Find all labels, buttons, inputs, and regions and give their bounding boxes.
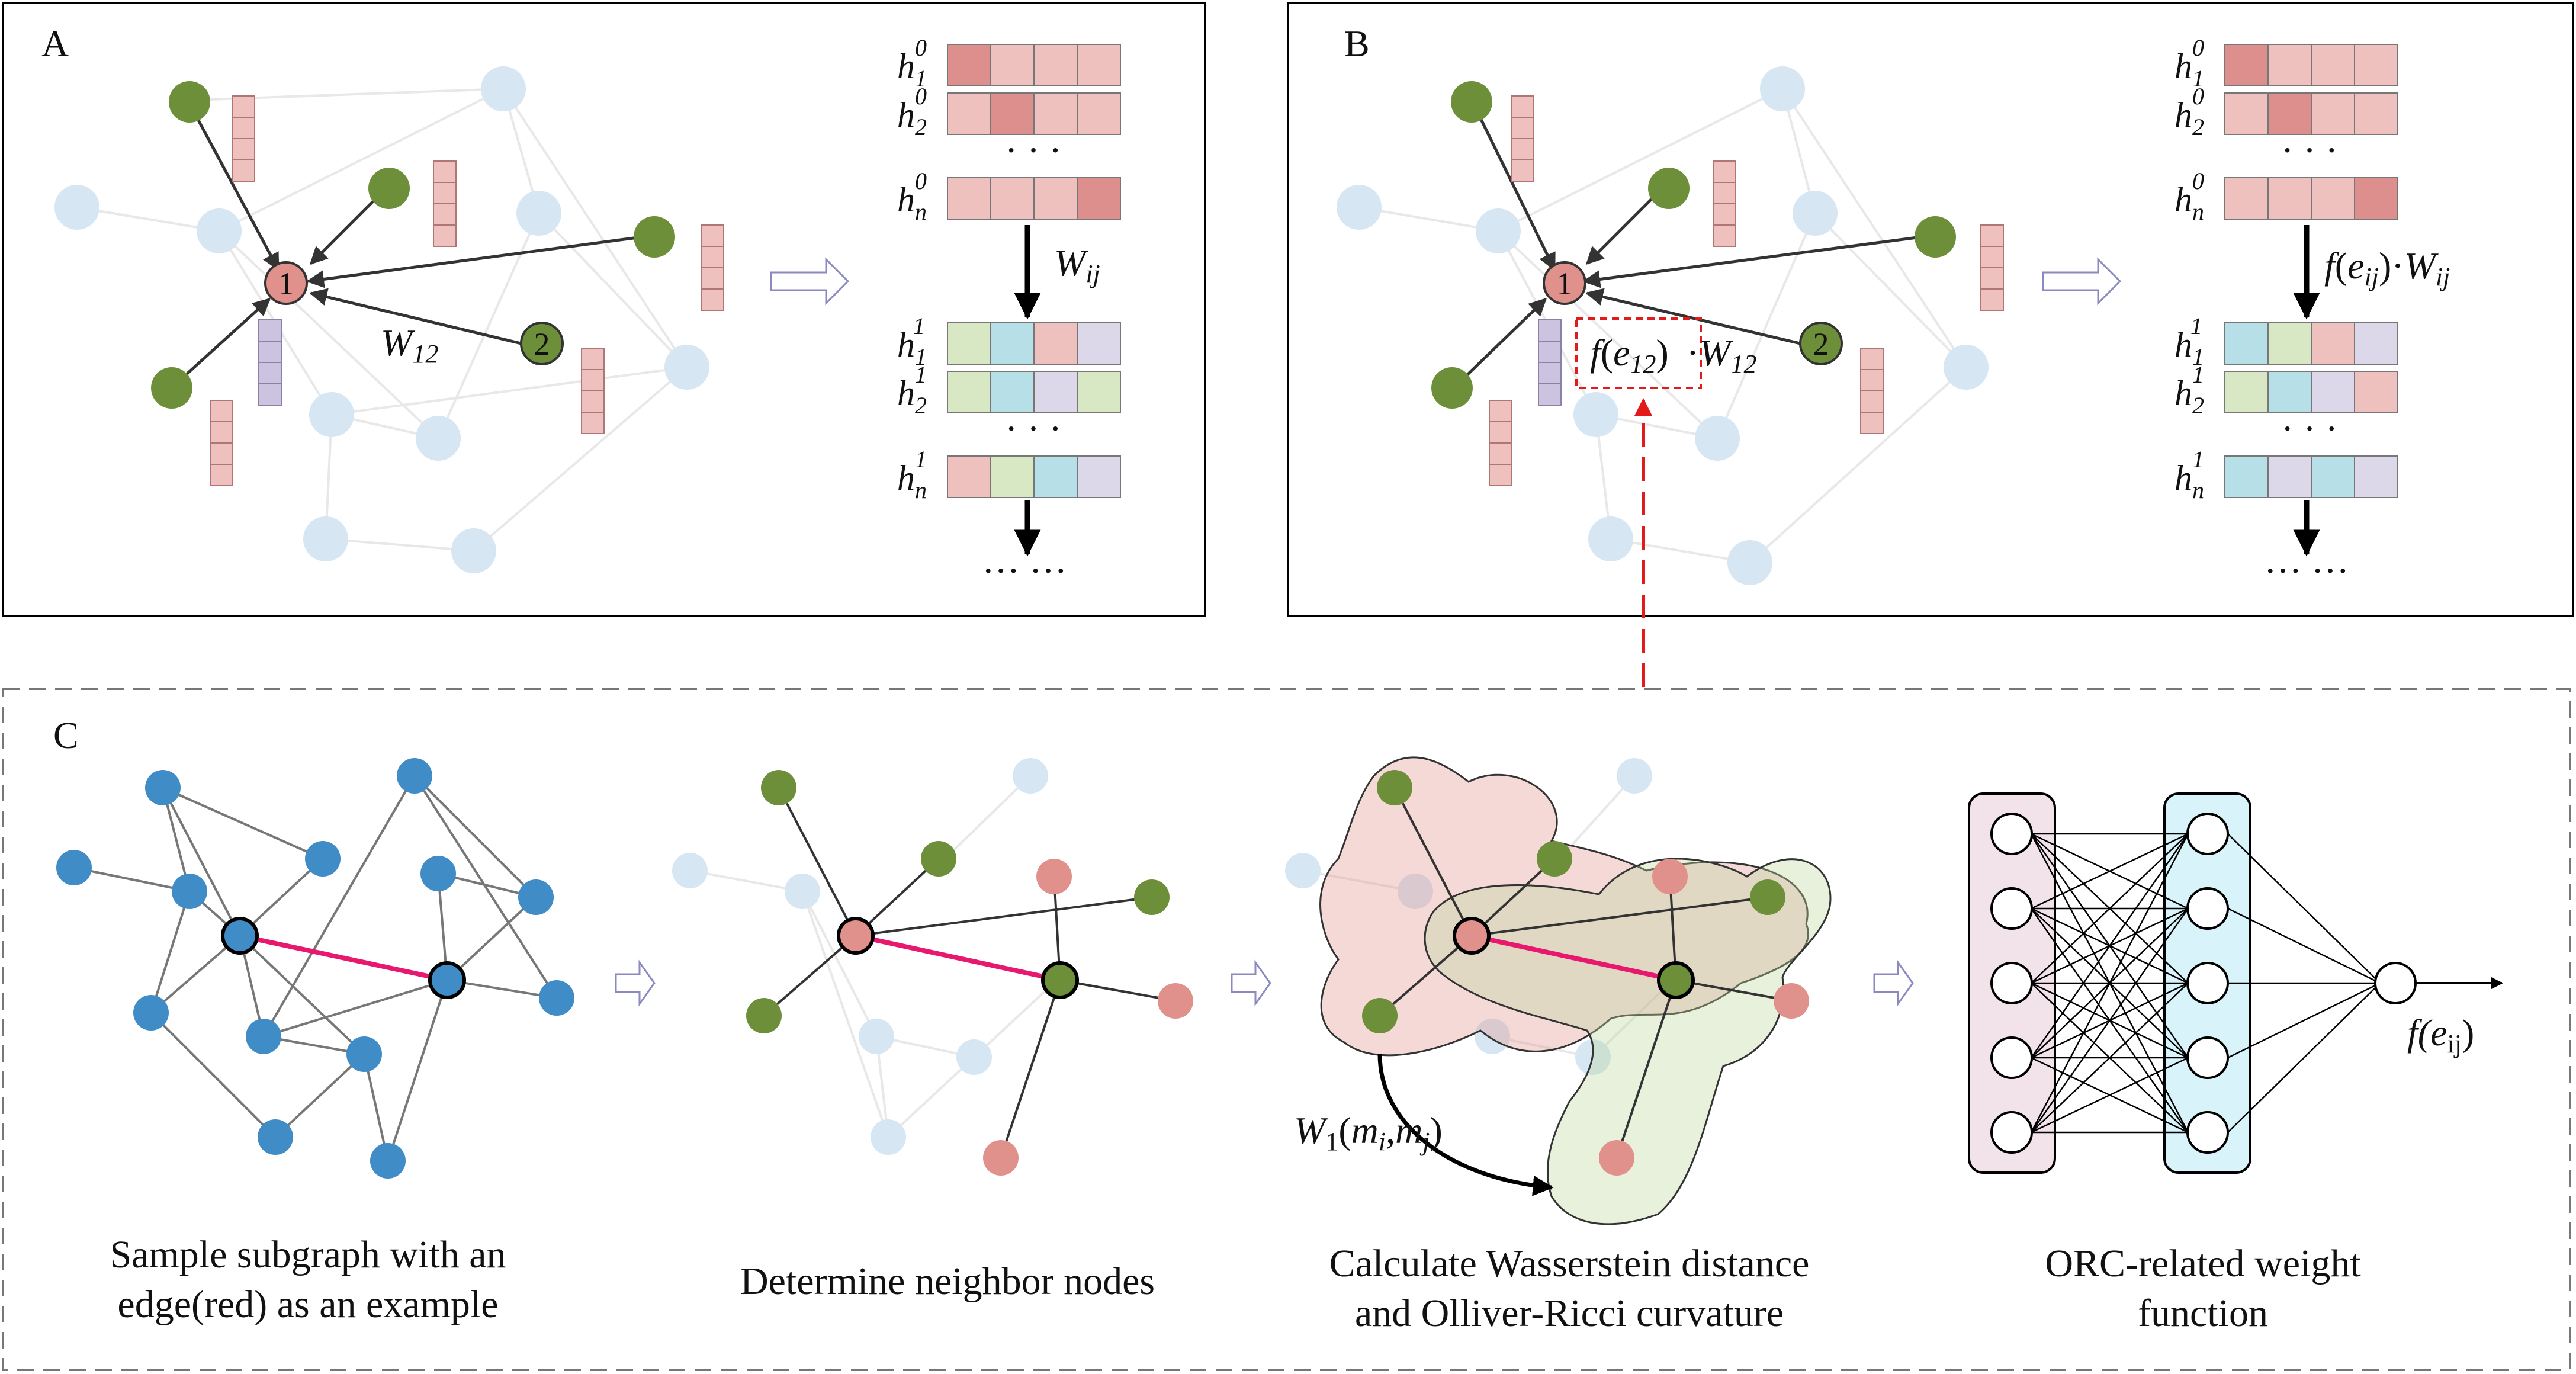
panel-b-h-labels: h10 h20 hn0 h11 h21 hn1: [2174, 34, 2204, 503]
panel-b-node-2: 2: [1799, 322, 1843, 365]
panel-b-node-1: 1: [1543, 261, 1586, 305]
svg-text:2: 2: [534, 326, 550, 362]
svg-text:h21: h21: [2174, 361, 2204, 419]
panel-a-feature-vectors: [210, 95, 724, 486]
step2-to-step3-arrow: [1231, 959, 1271, 1007]
panel-b-trailing-dots: ··· ···: [2264, 550, 2349, 592]
panel-b-edges: [1456, 102, 1922, 386]
panel-a-layer0-matrix: [947, 44, 1121, 220]
step2-neighbors: [672, 758, 1193, 1176]
svg-text:h10: h10: [897, 34, 927, 92]
panel-b-neighbor-nodes: [1431, 81, 1956, 409]
panel-a: A: [2, 2, 1206, 617]
panel-b-transform-arrow: [2042, 257, 2122, 306]
svg-text:h20: h20: [897, 83, 927, 140]
step3-to-step4-arrow: [1873, 959, 1914, 1007]
svg-text:hn0: hn0: [2174, 168, 2204, 225]
panel-a-label: A: [41, 23, 69, 65]
svg-text:1: 1: [278, 266, 294, 301]
panel-a-node-1: 1: [264, 261, 308, 305]
step1-to-step2-arrow: [615, 959, 656, 1007]
panel-b-vdots-0: · · ·: [2281, 129, 2338, 171]
svg-text:h11: h11: [2174, 313, 2202, 370]
nn-connections: [2030, 833, 2377, 1134]
panel-b-label: B: [1344, 23, 1370, 65]
panel-b-feature-vectors: [1489, 95, 2004, 486]
step1-subgraph: [56, 758, 574, 1179]
svg-text:h10: h10: [2174, 34, 2204, 92]
panel-a-h-labels: h10 h20 hn0 h11 h21 hn1: [897, 34, 927, 503]
panel-b-edge-formula: f(e12)·W12: [1590, 332, 1756, 378]
svg-text:h11: h11: [897, 313, 925, 370]
panel-a-edges: [174, 102, 643, 386]
panel-a-layer-weight: Wij: [1054, 242, 1100, 288]
panel-a-neighbor-nodes: [151, 81, 675, 409]
step4-neural-network: f(eij): [1968, 792, 2503, 1174]
panel-c-frame: [2, 688, 2571, 1371]
panel-b-layer1-matrix: [2224, 322, 2398, 498]
svg-text:h20: h20: [2174, 83, 2204, 140]
svg-text:h21: h21: [897, 361, 927, 419]
panel-b-layer-formula: f(eij)·Wij: [2324, 245, 2450, 291]
panel-b-vdots-1: · · ·: [2281, 407, 2338, 450]
panel-a-edge-weight: W12: [381, 322, 438, 368]
svg-text:1: 1: [1557, 266, 1573, 301]
svg-text:hn0: hn0: [897, 168, 927, 225]
step3-transport-arrow: [1377, 1054, 1554, 1196]
step3-wasserstein-label: W1(mi,mj): [1294, 1109, 1443, 1156]
step3-distribution-j: [1424, 858, 1832, 1225]
svg-text:hn1: hn1: [2174, 446, 2204, 503]
step1-sampled-edge: [239, 933, 448, 983]
panel-a-trailing-dots: ··· ···: [982, 550, 1067, 592]
svg-text:hn1: hn1: [897, 446, 927, 503]
nn-output-label: f(eij): [2407, 1012, 2474, 1058]
caption-step2: Determine neighbor nodes: [740, 1260, 1155, 1303]
panel-a-transform-arrow: [770, 257, 850, 306]
panel-a-vdots-0: · · ·: [1005, 129, 1062, 171]
panel-a-background-graph: [76, 88, 688, 552]
panel-a-background-nodes: [54, 66, 709, 573]
panel-b-background-graph: [1358, 88, 1967, 564]
svg-text:2: 2: [1813, 326, 1829, 362]
panel-a-layer1-matrix: [947, 322, 1121, 498]
panel-a-frame: [2, 2, 1206, 617]
panel-c-label: C: [53, 714, 79, 756]
panel-b: B: [1287, 2, 2574, 617]
panel-b-curvature-highlight-box: [1575, 317, 1702, 389]
panel-b-frame: [1287, 2, 2574, 617]
panel-b-background-nodes: [1337, 66, 1989, 585]
panel-a-node-2: 2: [520, 322, 564, 365]
panel-b-layer0-matrix: [2224, 44, 2398, 220]
step3-wasserstein: W1(mi,mj): [1285, 756, 1832, 1225]
nn-output-node: [2374, 962, 2417, 1004]
panel-c: C: [2, 688, 2571, 1371]
panel-a-vdots-1: · · ·: [1005, 407, 1062, 450]
